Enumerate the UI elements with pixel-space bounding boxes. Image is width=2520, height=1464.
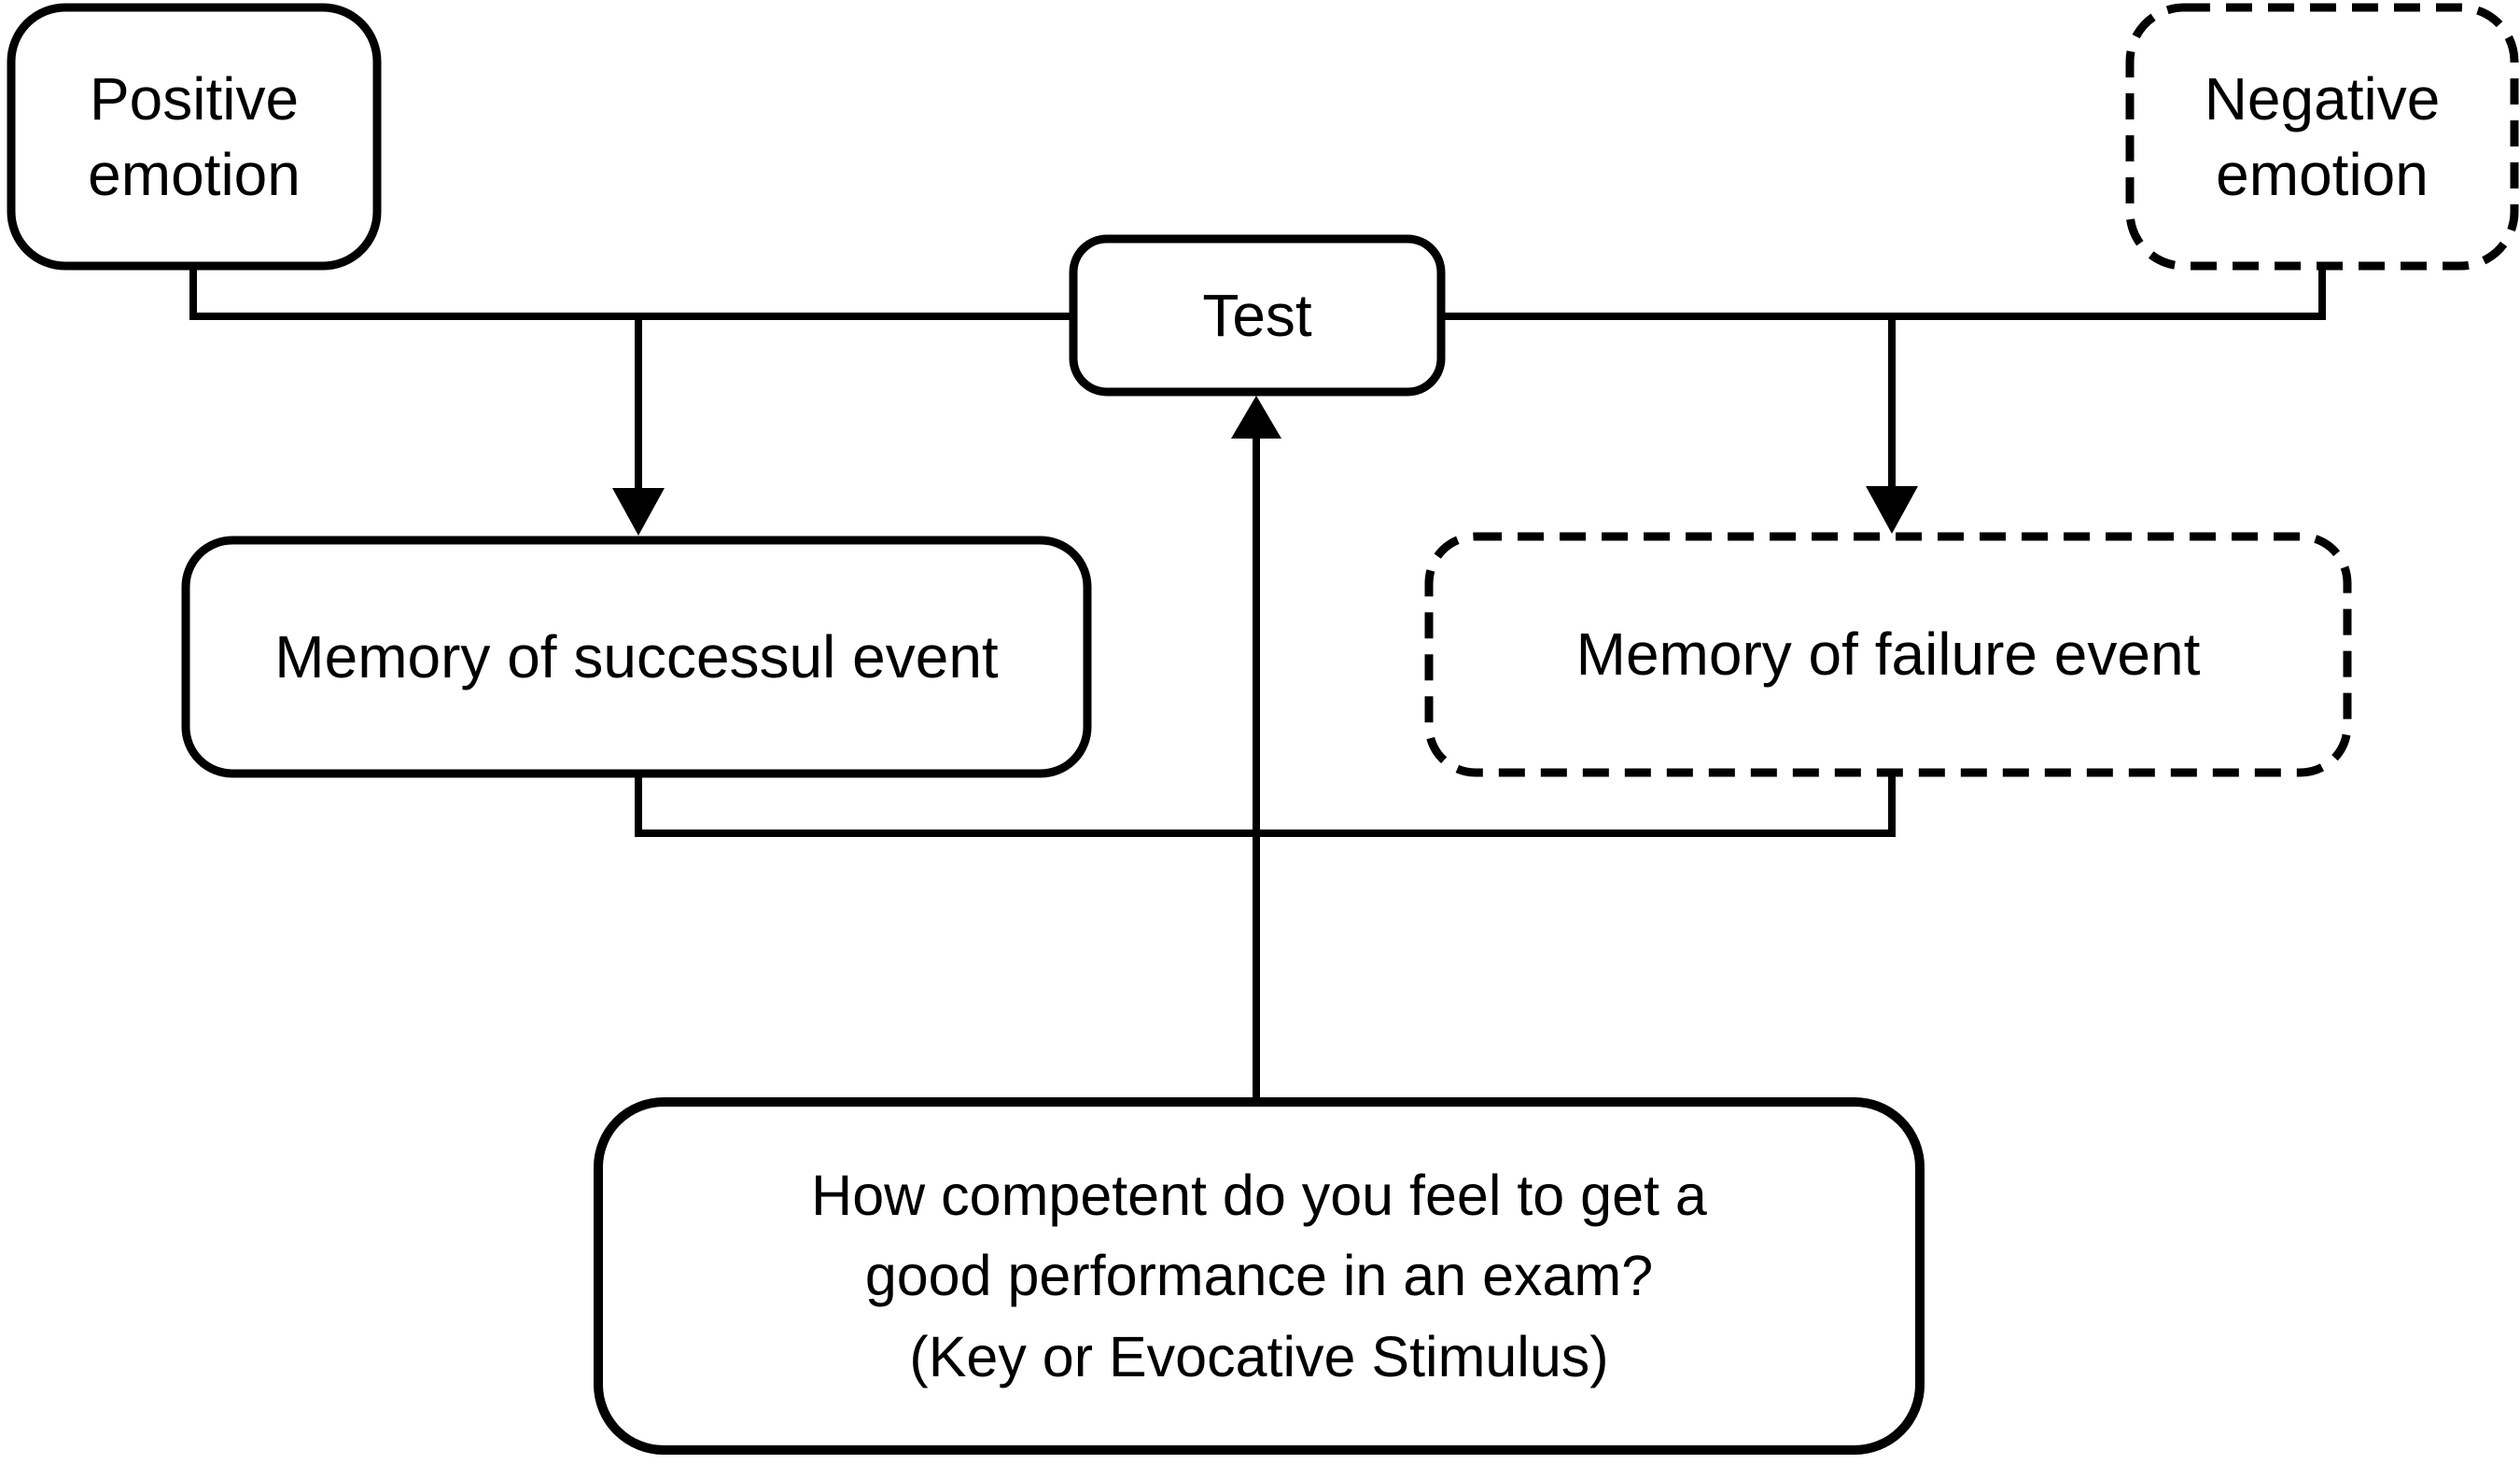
connector-positive-to-test-line: [189, 264, 1075, 320]
stimulus-label: How competent do you feel to get a good …: [598, 1102, 1920, 1450]
stimulus-line3: (Key or Evocative Stimulus): [909, 1324, 1609, 1388]
arrowheads-group: [612, 396, 1918, 536]
memory-failure-box: [1424, 532, 2352, 777]
positive-emotion-box: [7, 3, 382, 271]
memory-success-label: Memory of successul event: [186, 540, 1087, 774]
connector-lines-group: [189, 264, 2326, 1104]
node-outlines-group: [7, 3, 2519, 1455]
negative-emotion-label: Negative emotion: [2130, 7, 2514, 266]
connector-memories-junction-line: [635, 771, 1896, 837]
test-label: Test: [1073, 239, 1441, 392]
memory-failure-line1: Memory of failure event: [1575, 620, 2201, 689]
stimulus-line1: How competent do you feel to get a: [811, 1163, 1707, 1227]
memory-success-line1: Memory of successul event: [274, 622, 999, 690]
arrowhead-down-memory-failure-icon: [1866, 486, 1918, 534]
positive-emotion-label: Positive emotion: [11, 7, 377, 266]
memory-failure-label: Memory of failure event: [1429, 537, 2347, 773]
memory-success-box: [181, 536, 1092, 778]
stimulus-box: [594, 1097, 1925, 1455]
arrowhead-up-test-icon: [1231, 396, 1281, 439]
positive-emotion-line1: Positive: [89, 64, 300, 132]
positive-emotion-line2: emotion: [88, 140, 301, 208]
negative-emotion-line2: emotion: [2216, 140, 2429, 208]
arrowhead-down-memory-success-icon: [612, 488, 665, 536]
negative-emotion-box: [2125, 3, 2519, 271]
connector-negative-to-test-line: [1439, 264, 2326, 320]
test-line1: Test: [1202, 281, 1312, 349]
negative-emotion-line1: Negative: [2204, 64, 2441, 132]
stimulus-line2: good performance in an exam?: [864, 1244, 1654, 1308]
test-box: [1069, 234, 1446, 397]
